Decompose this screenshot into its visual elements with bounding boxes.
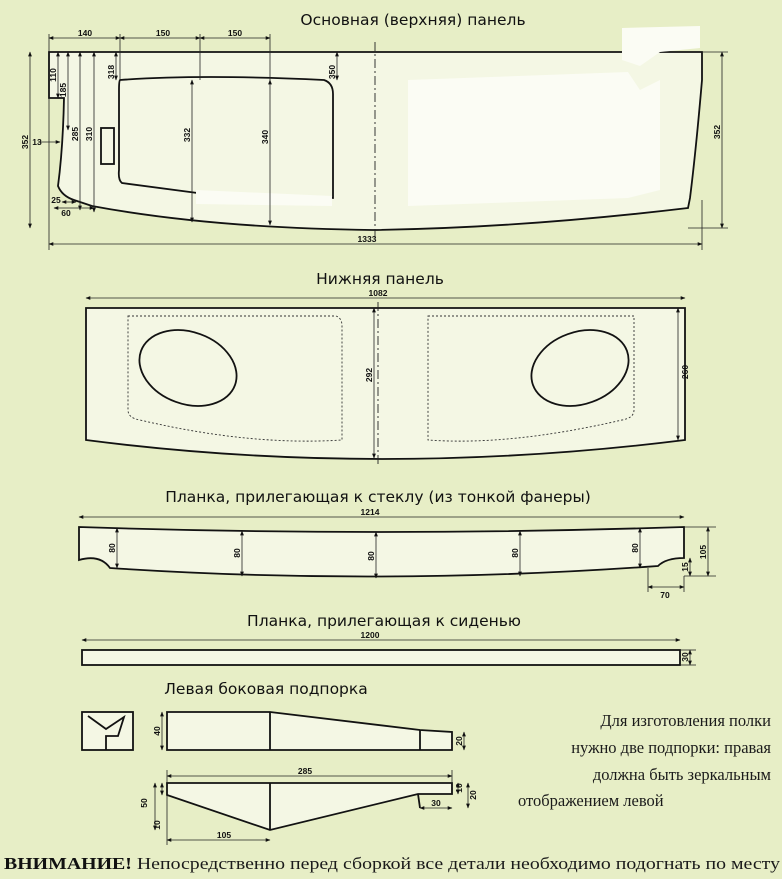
dim-285: 285 [70, 127, 80, 141]
dim-25: 25 [51, 195, 61, 205]
dim-1333: 1333 [358, 234, 377, 244]
dim-80-2: 80 [232, 548, 242, 558]
dim-1200: 1200 [361, 630, 380, 640]
dim-352-right: 352 [712, 125, 722, 139]
dim-185: 185 [58, 83, 68, 97]
top-panel-slot [100, 127, 115, 165]
dim-110: 110 [48, 68, 58, 82]
dim-340: 340 [260, 130, 270, 144]
warning-label: ВНИМАНИЕ! [4, 854, 132, 873]
dim-292: 292 [364, 368, 374, 382]
bottom-panel-outline [85, 307, 686, 460]
dim-150: 150 [156, 28, 170, 38]
title-top-panel: Основная (верхняя) панель [300, 11, 525, 29]
top-panel-cutout [117, 76, 334, 199]
dim-352-left: 352 [20, 135, 30, 149]
dim-80-3: 80 [366, 551, 376, 561]
bottom-panel: Нижняя панель 1082 292 260 [85, 270, 690, 466]
dim-150b: 150 [228, 28, 242, 38]
bottom-panel-hole-right [530, 329, 630, 407]
dim-310: 310 [84, 127, 94, 141]
note-line-2: нужно две подпорки: правая [571, 738, 771, 757]
dim-70: 70 [660, 590, 670, 600]
dim-10-left: 10 [152, 820, 162, 830]
warning-line: ВНИМАНИЕ! Непосредственно перед сборкой … [4, 854, 781, 873]
dim-105-support: 105 [217, 830, 231, 840]
side-support: Левая боковая подпорка 40 20 285 50 10 1… [81, 680, 478, 845]
dim-50: 50 [139, 798, 149, 808]
dim-20-top: 20 [468, 790, 478, 800]
glass-strip-outline [78, 526, 685, 578]
dim-105: 105 [698, 545, 708, 559]
dim-332: 332 [182, 128, 192, 142]
dim-80-1: 80 [107, 543, 117, 553]
top-panel: Основная (верхняя) панель 140 150 150 35… [20, 11, 728, 250]
dim-15: 15 [680, 562, 690, 572]
dim-30-support: 30 [431, 798, 441, 808]
dim-285-support: 285 [298, 766, 312, 776]
dim-350: 350 [327, 65, 337, 79]
dim-40: 40 [152, 726, 162, 736]
support-top-view [166, 782, 453, 831]
dim-318: 318 [106, 65, 116, 79]
support-top-notch [417, 793, 421, 809]
dim-80-4: 80 [510, 548, 520, 558]
dim-10-right: 10 [454, 783, 464, 793]
top-panel-retouch-2 [196, 190, 332, 206]
support-side-view [166, 711, 453, 751]
dim-1082: 1082 [369, 288, 388, 298]
dim-260: 260 [680, 365, 690, 379]
dim-140: 140 [78, 28, 92, 38]
warning-text: Непосредственно перед сборкой все детали… [132, 854, 781, 873]
title-glass-strip: Планка, прилегающая к стеклу (из тонкой … [165, 488, 591, 506]
note: Для изготовления полки нужно две подпорк… [518, 711, 772, 810]
bottom-panel-dash-left [127, 315, 343, 442]
note-line-3: должна быть зеркальным [593, 765, 772, 784]
dim-20: 20 [454, 736, 464, 746]
dim-13: 13 [32, 137, 42, 147]
glass-strip: Планка, прилегающая к стеклу (из тонкой … [78, 488, 716, 600]
support-detail-joint [87, 714, 126, 750]
title-side-support: Левая боковая подпорка [164, 680, 368, 698]
top-panel-retouch [408, 26, 700, 206]
dim-80-5: 80 [630, 543, 640, 553]
seat-strip-outline [81, 649, 681, 666]
note-line-1: Для изготовления полки [600, 711, 771, 730]
dim-30: 30 [680, 652, 690, 662]
bottom-panel-dash-right [427, 315, 635, 442]
note-line-4: отображением левой [518, 791, 664, 810]
title-seat-strip: Планка, прилегающая к сиденью [247, 612, 521, 630]
title-bottom-panel: Нижняя панель [316, 270, 444, 288]
dim-1214: 1214 [361, 507, 380, 517]
dim-60: 60 [61, 208, 71, 218]
seat-strip: Планка, прилегающая к сиденью 1200 30 [81, 612, 696, 666]
bottom-panel-hole-left [138, 329, 238, 407]
